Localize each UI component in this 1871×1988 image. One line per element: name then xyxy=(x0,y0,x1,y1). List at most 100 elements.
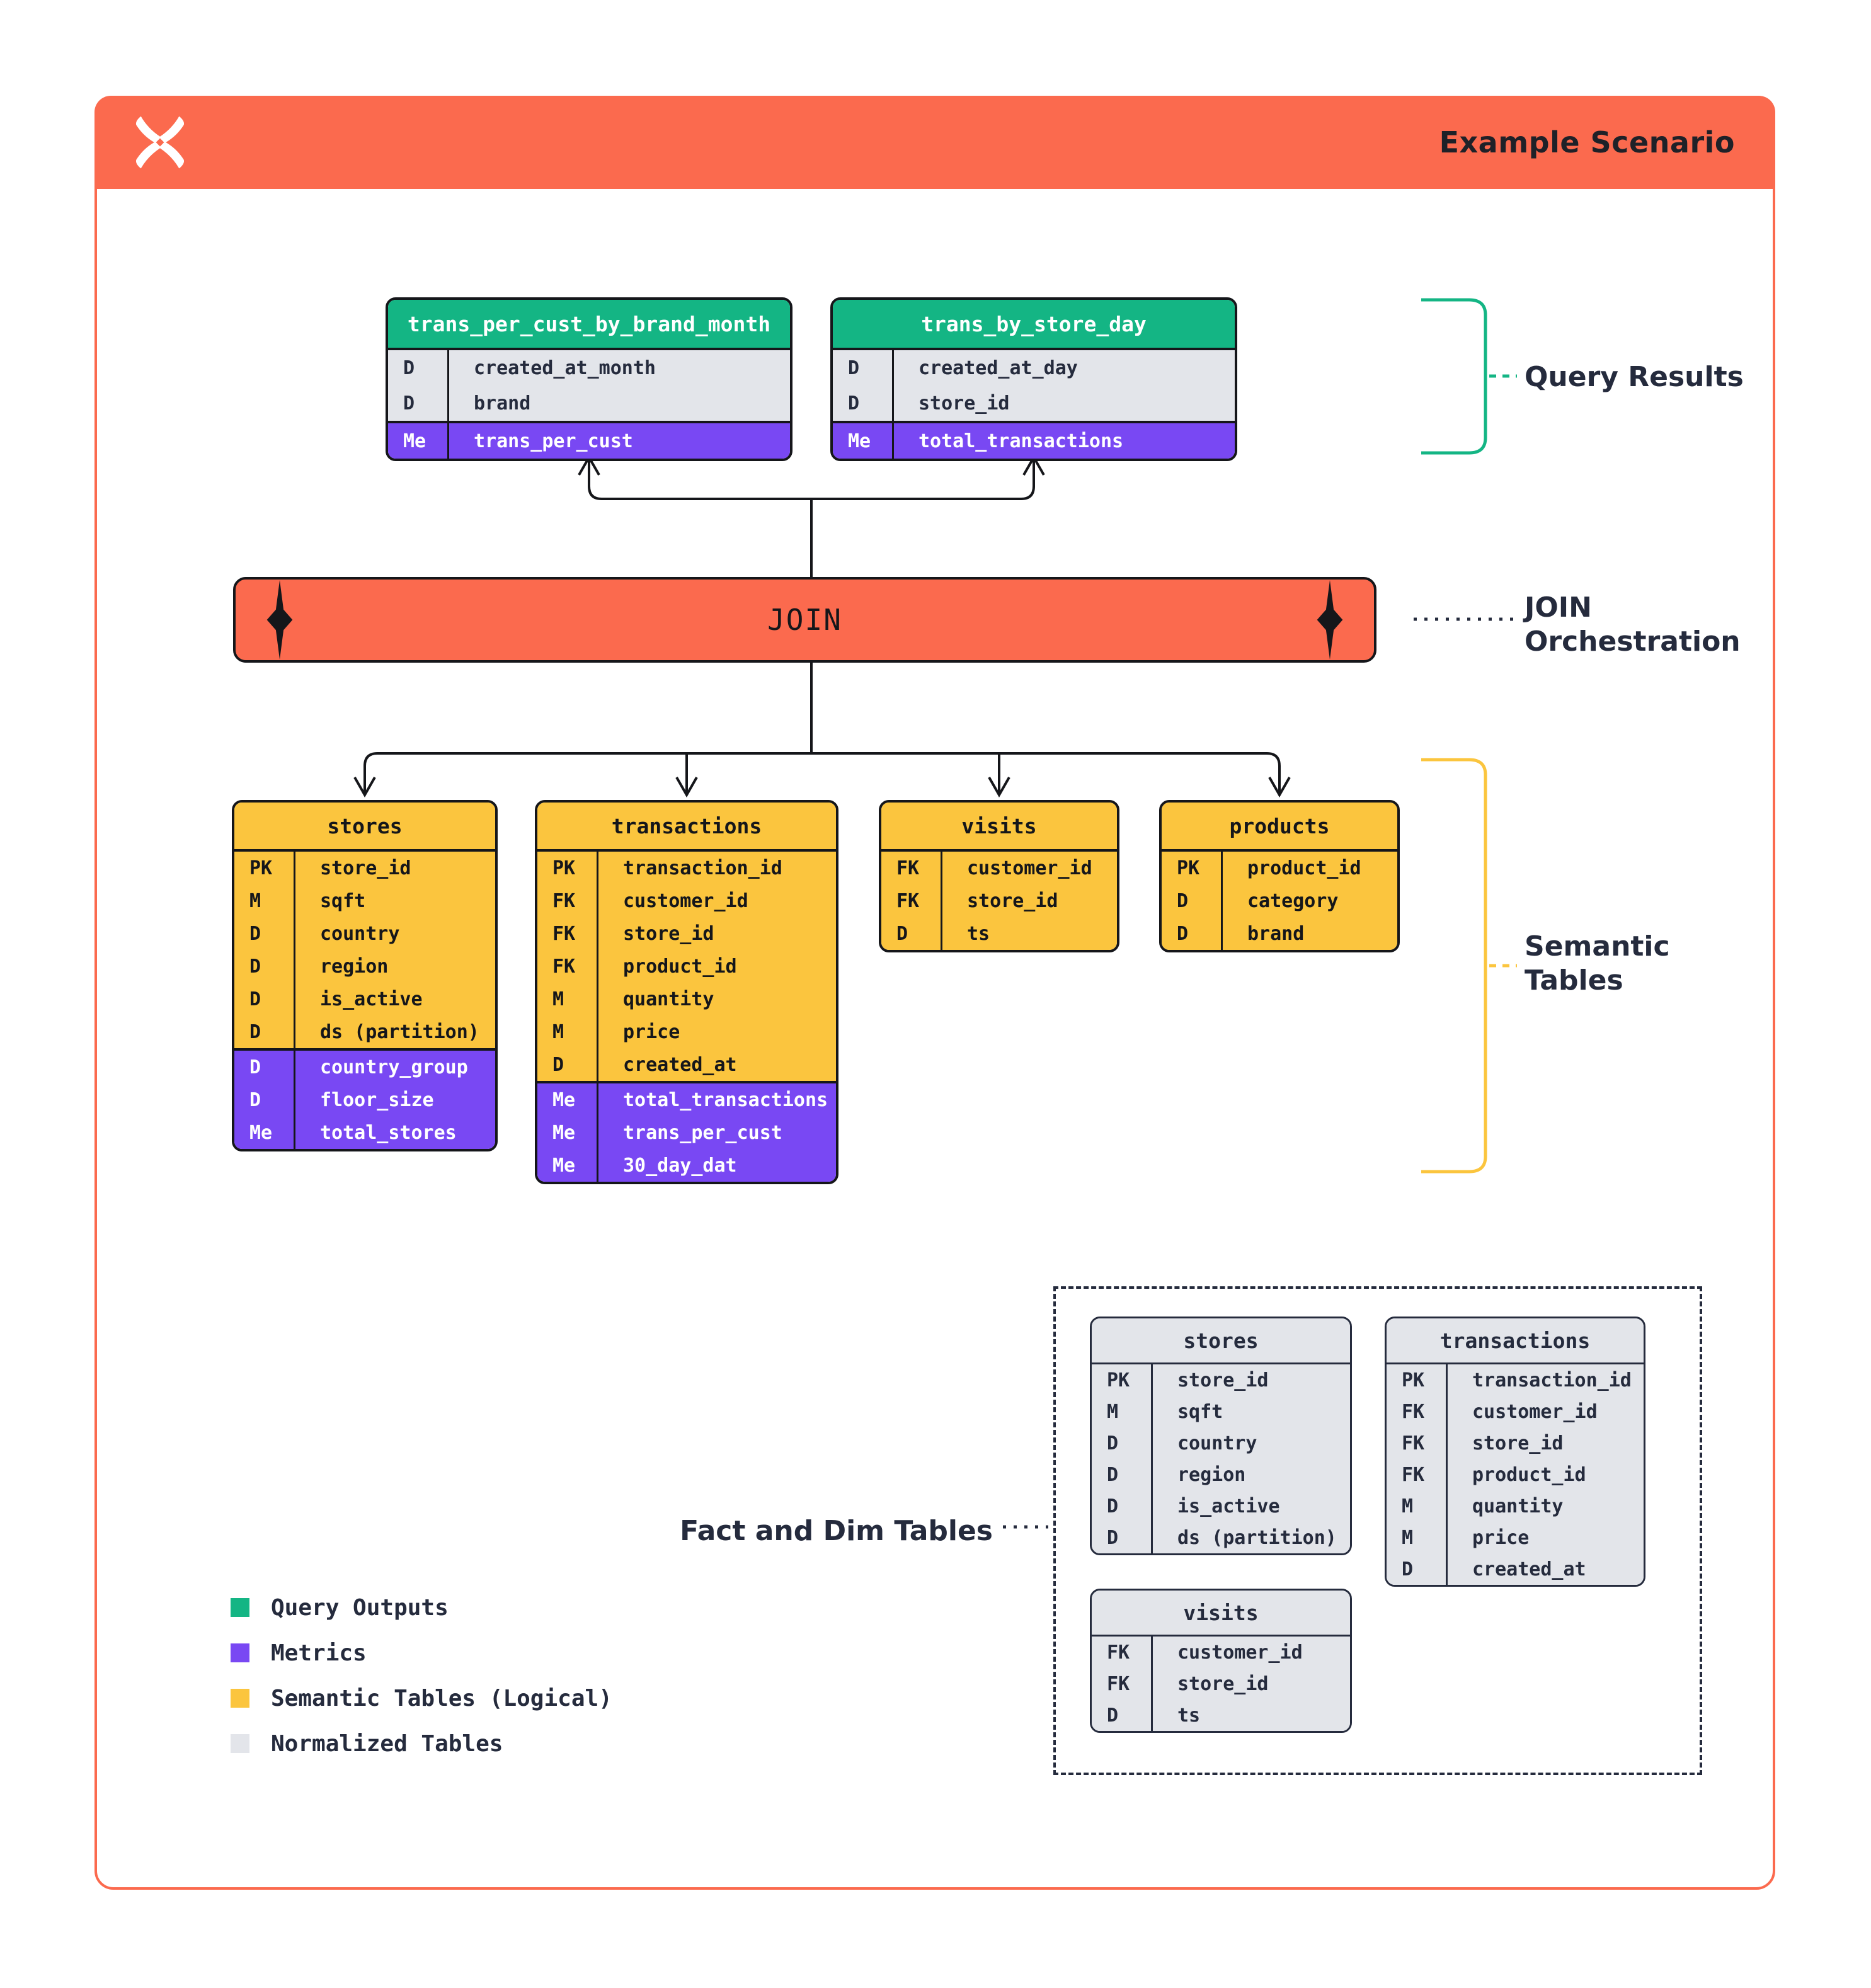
column-name: price xyxy=(1472,1526,1530,1549)
column-type: D xyxy=(249,1020,261,1043)
fact-dim-tables-box xyxy=(1053,1286,1702,1775)
column-type: PK xyxy=(249,857,273,879)
page-title: Example Scenario xyxy=(1439,125,1735,159)
column-name: customer_id xyxy=(967,857,1092,879)
column-name: created_at xyxy=(1472,1558,1586,1580)
column-name: product_id xyxy=(1472,1463,1586,1486)
join-orchestration-label-line1: JOIN xyxy=(1525,591,1592,624)
column-name: trans_per_cust xyxy=(474,430,633,452)
column-name: product_id xyxy=(623,955,737,978)
column-type: D xyxy=(249,1056,261,1078)
column-name: total_transactions xyxy=(623,1088,828,1111)
column-name: customer_id xyxy=(1472,1400,1598,1423)
column-type: D xyxy=(1107,1432,1119,1454)
column-type: Me xyxy=(552,1154,576,1177)
column-type: D xyxy=(896,922,908,945)
column-type: M xyxy=(552,988,564,1010)
card-header: Example Scenario xyxy=(94,96,1775,189)
table-title: trans_per_cust_by_brand_month xyxy=(388,300,790,348)
legend-item: Semantic Tables (Logical) xyxy=(231,1685,612,1711)
column-name: ds (partition) xyxy=(1177,1526,1337,1549)
semantic-tables-label: Semantic Tables xyxy=(1525,930,1670,998)
column-type: FK xyxy=(1107,1672,1130,1695)
column-name: trans_per_cust xyxy=(623,1121,782,1144)
column-type: D xyxy=(249,988,261,1010)
fact-dim-tables-label: Fact and Dim Tables xyxy=(680,1515,993,1547)
column-name: ts xyxy=(967,922,990,945)
column-type: PK xyxy=(1402,1369,1425,1391)
column-name: category xyxy=(1247,889,1339,912)
column-name: created_at_day xyxy=(918,357,1078,379)
column-type: D xyxy=(1107,1495,1119,1517)
legend-swatch-gray_table xyxy=(231,1734,249,1753)
column-name: quantity xyxy=(1472,1495,1564,1517)
join-orchestration-label: JOIN Orchestration xyxy=(1525,591,1741,659)
x-sparkle-logo-icon xyxy=(135,116,185,169)
join-label: JOIN xyxy=(767,603,842,637)
column-name: quantity xyxy=(623,988,714,1010)
column-type: FK xyxy=(552,889,576,912)
column-type: D xyxy=(403,392,415,414)
column-name: price xyxy=(623,1020,680,1043)
column-name: product_id xyxy=(1247,857,1361,879)
legend-item: Normalized Tables xyxy=(231,1731,612,1757)
column-type: D xyxy=(1107,1526,1119,1549)
column-name: transaction_id xyxy=(623,857,782,879)
column-name: ts xyxy=(1177,1704,1201,1727)
semantic-tables-label-line1: Semantic xyxy=(1525,930,1670,963)
column-type: D xyxy=(552,1053,564,1076)
column-name: region xyxy=(1177,1463,1246,1486)
semantic-tables-label-line2: Tables xyxy=(1525,964,1623,997)
column-type: D xyxy=(848,357,860,379)
legend-label: Semantic Tables (Logical) xyxy=(271,1685,612,1711)
column-name: sqft xyxy=(1177,1400,1223,1423)
four-point-star-icon xyxy=(266,580,293,660)
column-name: ds (partition) xyxy=(320,1020,479,1043)
column-name: total_stores xyxy=(320,1121,457,1144)
table-title: trans_by_store_day xyxy=(833,300,1235,348)
column-name: is_active xyxy=(1177,1495,1280,1517)
